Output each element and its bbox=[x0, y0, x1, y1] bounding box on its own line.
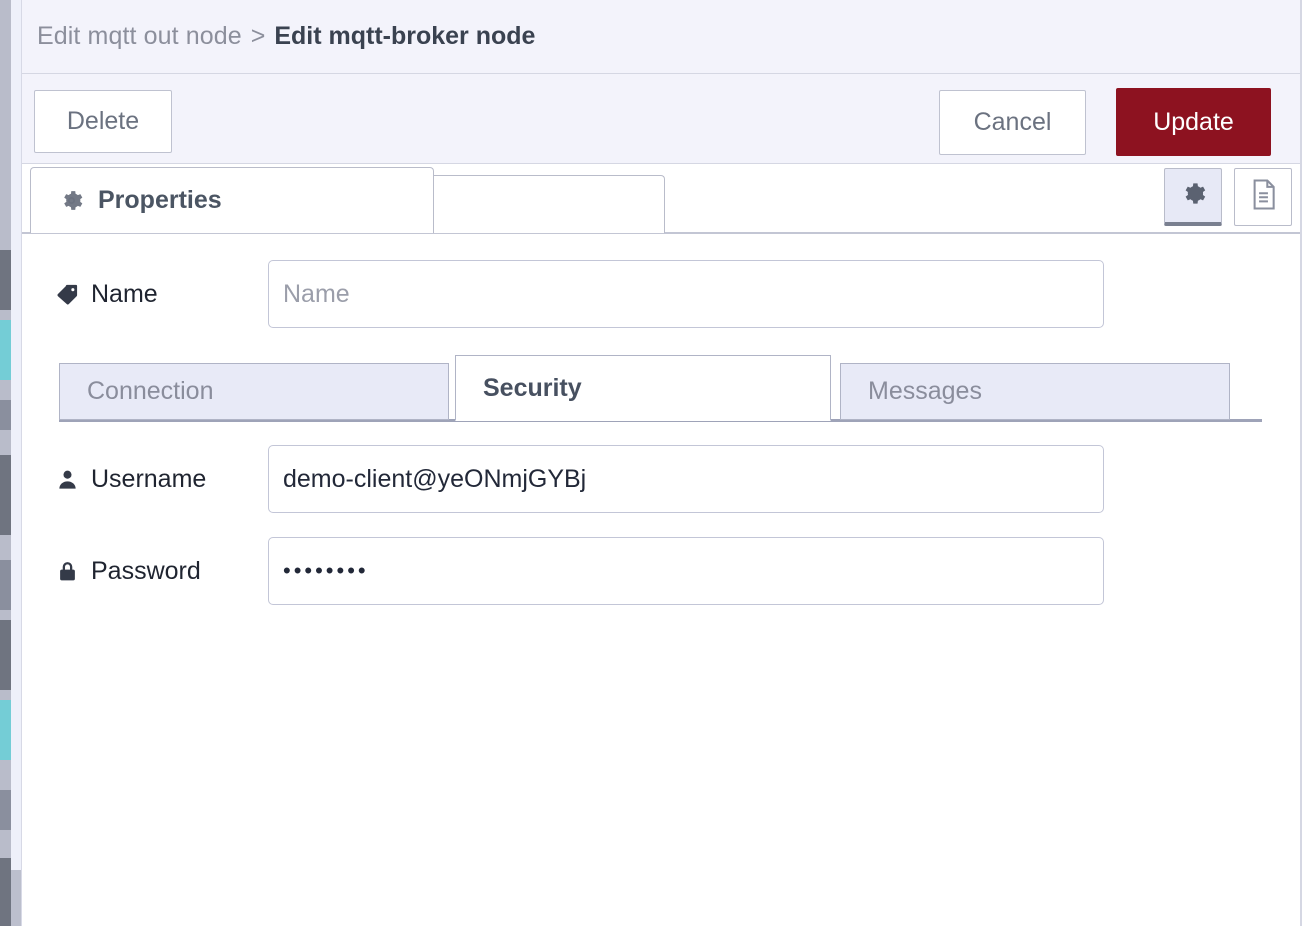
properties-form: Name Connection Messages Security bbox=[22, 237, 1302, 926]
background-node-chip bbox=[0, 560, 11, 610]
document-icon bbox=[1249, 178, 1278, 216]
background-node-chip bbox=[0, 455, 11, 535]
name-input[interactable] bbox=[268, 260, 1104, 328]
username-input[interactable] bbox=[268, 445, 1104, 513]
dialog-right-edge bbox=[1300, 0, 1302, 926]
username-label: Username bbox=[56, 465, 268, 494]
update-button[interactable]: Update bbox=[1116, 88, 1271, 156]
background-node-chip bbox=[0, 400, 11, 430]
subtab-security[interactable]: Security bbox=[455, 355, 831, 421]
name-label-text: Name bbox=[91, 279, 158, 308]
background-node-chip bbox=[0, 790, 11, 830]
breadcrumb-separator: > bbox=[250, 22, 266, 50]
password-label: Password bbox=[56, 557, 268, 586]
username-row: Username bbox=[56, 445, 1104, 513]
tab-overflow-blank bbox=[427, 175, 665, 233]
background-node-chip bbox=[0, 250, 11, 310]
gear-icon bbox=[1180, 180, 1207, 212]
tabbar-underline bbox=[22, 232, 1302, 234]
tag-icon bbox=[56, 283, 79, 306]
gear-icon-button[interactable] bbox=[1164, 168, 1222, 226]
document-icon-button[interactable] bbox=[1234, 168, 1292, 226]
edit-mqtt-broker-dialog: Edit mqtt out node > Edit mqtt-broker no… bbox=[22, 0, 1302, 926]
canvas-scrollbar[interactable] bbox=[11, 870, 21, 926]
breadcrumb-parent[interactable]: Edit mqtt out node bbox=[37, 22, 242, 50]
password-input[interactable] bbox=[268, 537, 1104, 605]
delete-button[interactable]: Delete bbox=[34, 90, 172, 153]
background-node-chip bbox=[0, 620, 11, 690]
background-node-chip bbox=[0, 858, 11, 926]
dialog-tabbar: Properties bbox=[22, 165, 1302, 235]
dialog-toolbar: Delete Cancel Update bbox=[22, 74, 1302, 164]
lock-icon bbox=[56, 560, 79, 583]
subtab-connection[interactable]: Connection bbox=[59, 363, 449, 420]
tab-properties[interactable]: Properties bbox=[30, 167, 434, 233]
gear-icon bbox=[59, 188, 84, 213]
background-node-chip bbox=[0, 320, 11, 380]
background-canvas-strip bbox=[0, 0, 22, 926]
name-label: Name bbox=[56, 280, 268, 309]
password-row: Password bbox=[56, 537, 1104, 605]
password-label-text: Password bbox=[91, 556, 201, 585]
user-icon bbox=[56, 468, 79, 491]
background-node-chip bbox=[0, 700, 11, 760]
name-row: Name bbox=[56, 260, 1104, 328]
subtab-messages[interactable]: Messages bbox=[840, 363, 1230, 420]
username-label-text: Username bbox=[91, 464, 207, 493]
breadcrumb-current: Edit mqtt-broker node bbox=[274, 22, 536, 50]
cancel-button[interactable]: Cancel bbox=[939, 90, 1086, 155]
dialog-header: Edit mqtt out node > Edit mqtt-broker no… bbox=[22, 0, 1302, 74]
tab-properties-label: Properties bbox=[98, 186, 222, 214]
tab-icon-button-group bbox=[1164, 168, 1292, 226]
broker-subtabs: Connection Messages Security bbox=[59, 355, 1271, 425]
